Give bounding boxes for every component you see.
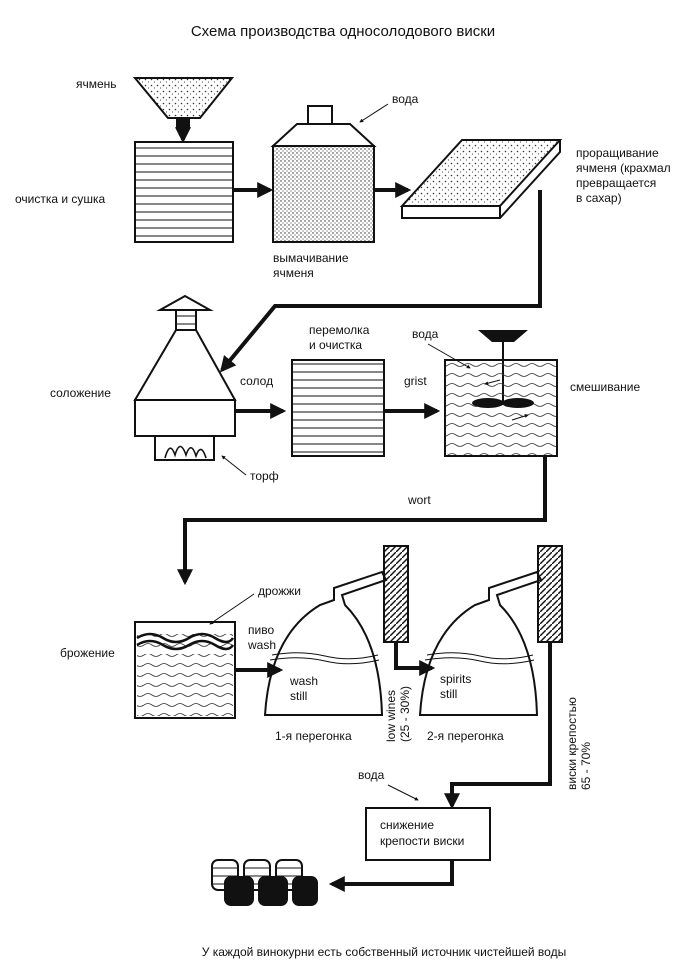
label-germination-4: в сахар) [576,191,622,205]
pipe-spirits-to-dilution [444,642,552,810]
label-beer-1: пиво [248,623,274,637]
cleaning-box [134,141,234,243]
low-wines-label: low wines (25 - 30%) [384,686,412,742]
pointer-water-3 [387,784,419,801]
label-dilution-2: крепости виски [380,834,464,848]
footer-note: У каждой винокурни есть собственный исто… [202,945,566,959]
pointer-water-1 [359,103,389,123]
label-second-distillation: 2-я перегонка [427,729,504,743]
label-whisky-strength-1: виски крепостью [565,697,579,790]
whisky-strength-label: виски крепостью 65 - 70% [565,697,593,790]
spirits-still [418,545,563,716]
label-low-wines-2: (25 - 30%) [398,686,412,742]
label-germination-1: проращивание [576,146,659,160]
fire-icon [164,445,207,459]
label-steeping-1: вымачивание [273,251,349,265]
germination-floor [399,139,563,219]
milling-box [291,359,385,457]
label-malting: соложение [50,386,111,400]
label-low-wines-1: low wines [384,690,398,742]
label-wash-still-1: wash [289,674,318,688]
pipe-dilution-to-barrels [328,860,454,892]
label-germination-3: превращается [576,176,656,190]
label-water-2: вода [412,327,439,341]
mash-tun [444,330,558,457]
wash-still [263,545,410,716]
label-barley: ячмень [76,77,117,91]
label-milling-1: перемолка [309,323,370,337]
label-wash-still-2: still [290,689,307,703]
label-malt: солод [240,374,273,388]
label-whisky-strength-2: 65 - 70% [579,742,593,790]
label-water-3: вода [358,768,385,782]
label-peat: торф [250,469,279,483]
fermentation-vessel [134,621,236,719]
label-cleaning: очистка и сушка [15,192,106,206]
label-spirits-still-2: still [440,687,457,701]
label-beer-2: wash [247,638,276,652]
label-wort: wort [407,493,431,507]
pipe-germination-to-malting [219,190,542,373]
label-first-distillation: 1-я перегонка [275,729,352,743]
label-germination-2: ячменя (крахмал [576,161,671,175]
pointer-yeast [209,593,255,625]
pointer-peat [221,455,247,476]
malting-kiln [133,294,237,461]
label-yeast: дрожжи [258,584,301,598]
label-grist: grist [404,374,427,388]
barrels-icon [211,859,318,906]
diagram-title: Схема производства односолодового виски [191,23,495,40]
label-milling-2: и очистка [309,338,362,352]
steeping-tank [270,105,377,243]
dilution-box [365,807,491,861]
label-spirits-still-1: spirits [440,672,471,686]
pipe-wort [177,456,547,586]
label-fermentation: брожение [60,646,115,660]
label-dilution-1: снижение [380,818,434,832]
label-steeping-2: ячменя [273,266,314,280]
barley-hopper [132,77,235,128]
label-mashing: смешивание [570,380,640,394]
pointer-water-2 [427,343,471,369]
label-water-1: вода [392,92,419,106]
